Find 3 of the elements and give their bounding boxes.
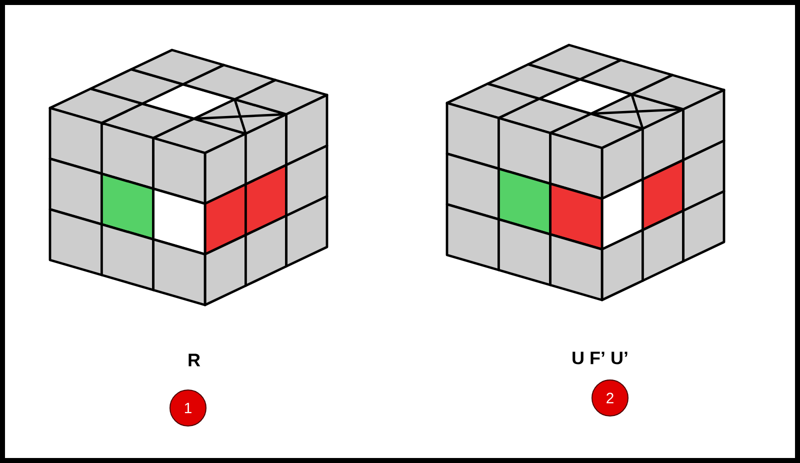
move-label: R (188, 354, 200, 366)
number-badge: 2 (592, 380, 628, 416)
number-badge: 1 (170, 390, 206, 426)
